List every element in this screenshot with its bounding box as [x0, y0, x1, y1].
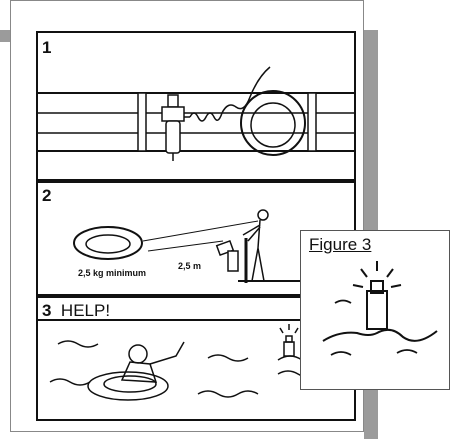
weight-label: 2,5 kg minimum [78, 268, 146, 278]
person-in-lifebuoy-icon [88, 342, 184, 400]
figure-3-illustration [301, 231, 449, 389]
small-beacon-icon [278, 324, 302, 360]
flashing-beacon-icon [353, 261, 401, 329]
falling-beacon-icon [217, 241, 238, 271]
distance-label: 2,5 m [178, 261, 201, 271]
figure-3-callout: Figure 3 [300, 230, 450, 390]
panel-1: 1 [36, 31, 356, 181]
lifebuoy-icon [241, 91, 305, 155]
panel-1-illustration [38, 33, 354, 179]
thrown-lifebuoy-icon [74, 227, 142, 259]
